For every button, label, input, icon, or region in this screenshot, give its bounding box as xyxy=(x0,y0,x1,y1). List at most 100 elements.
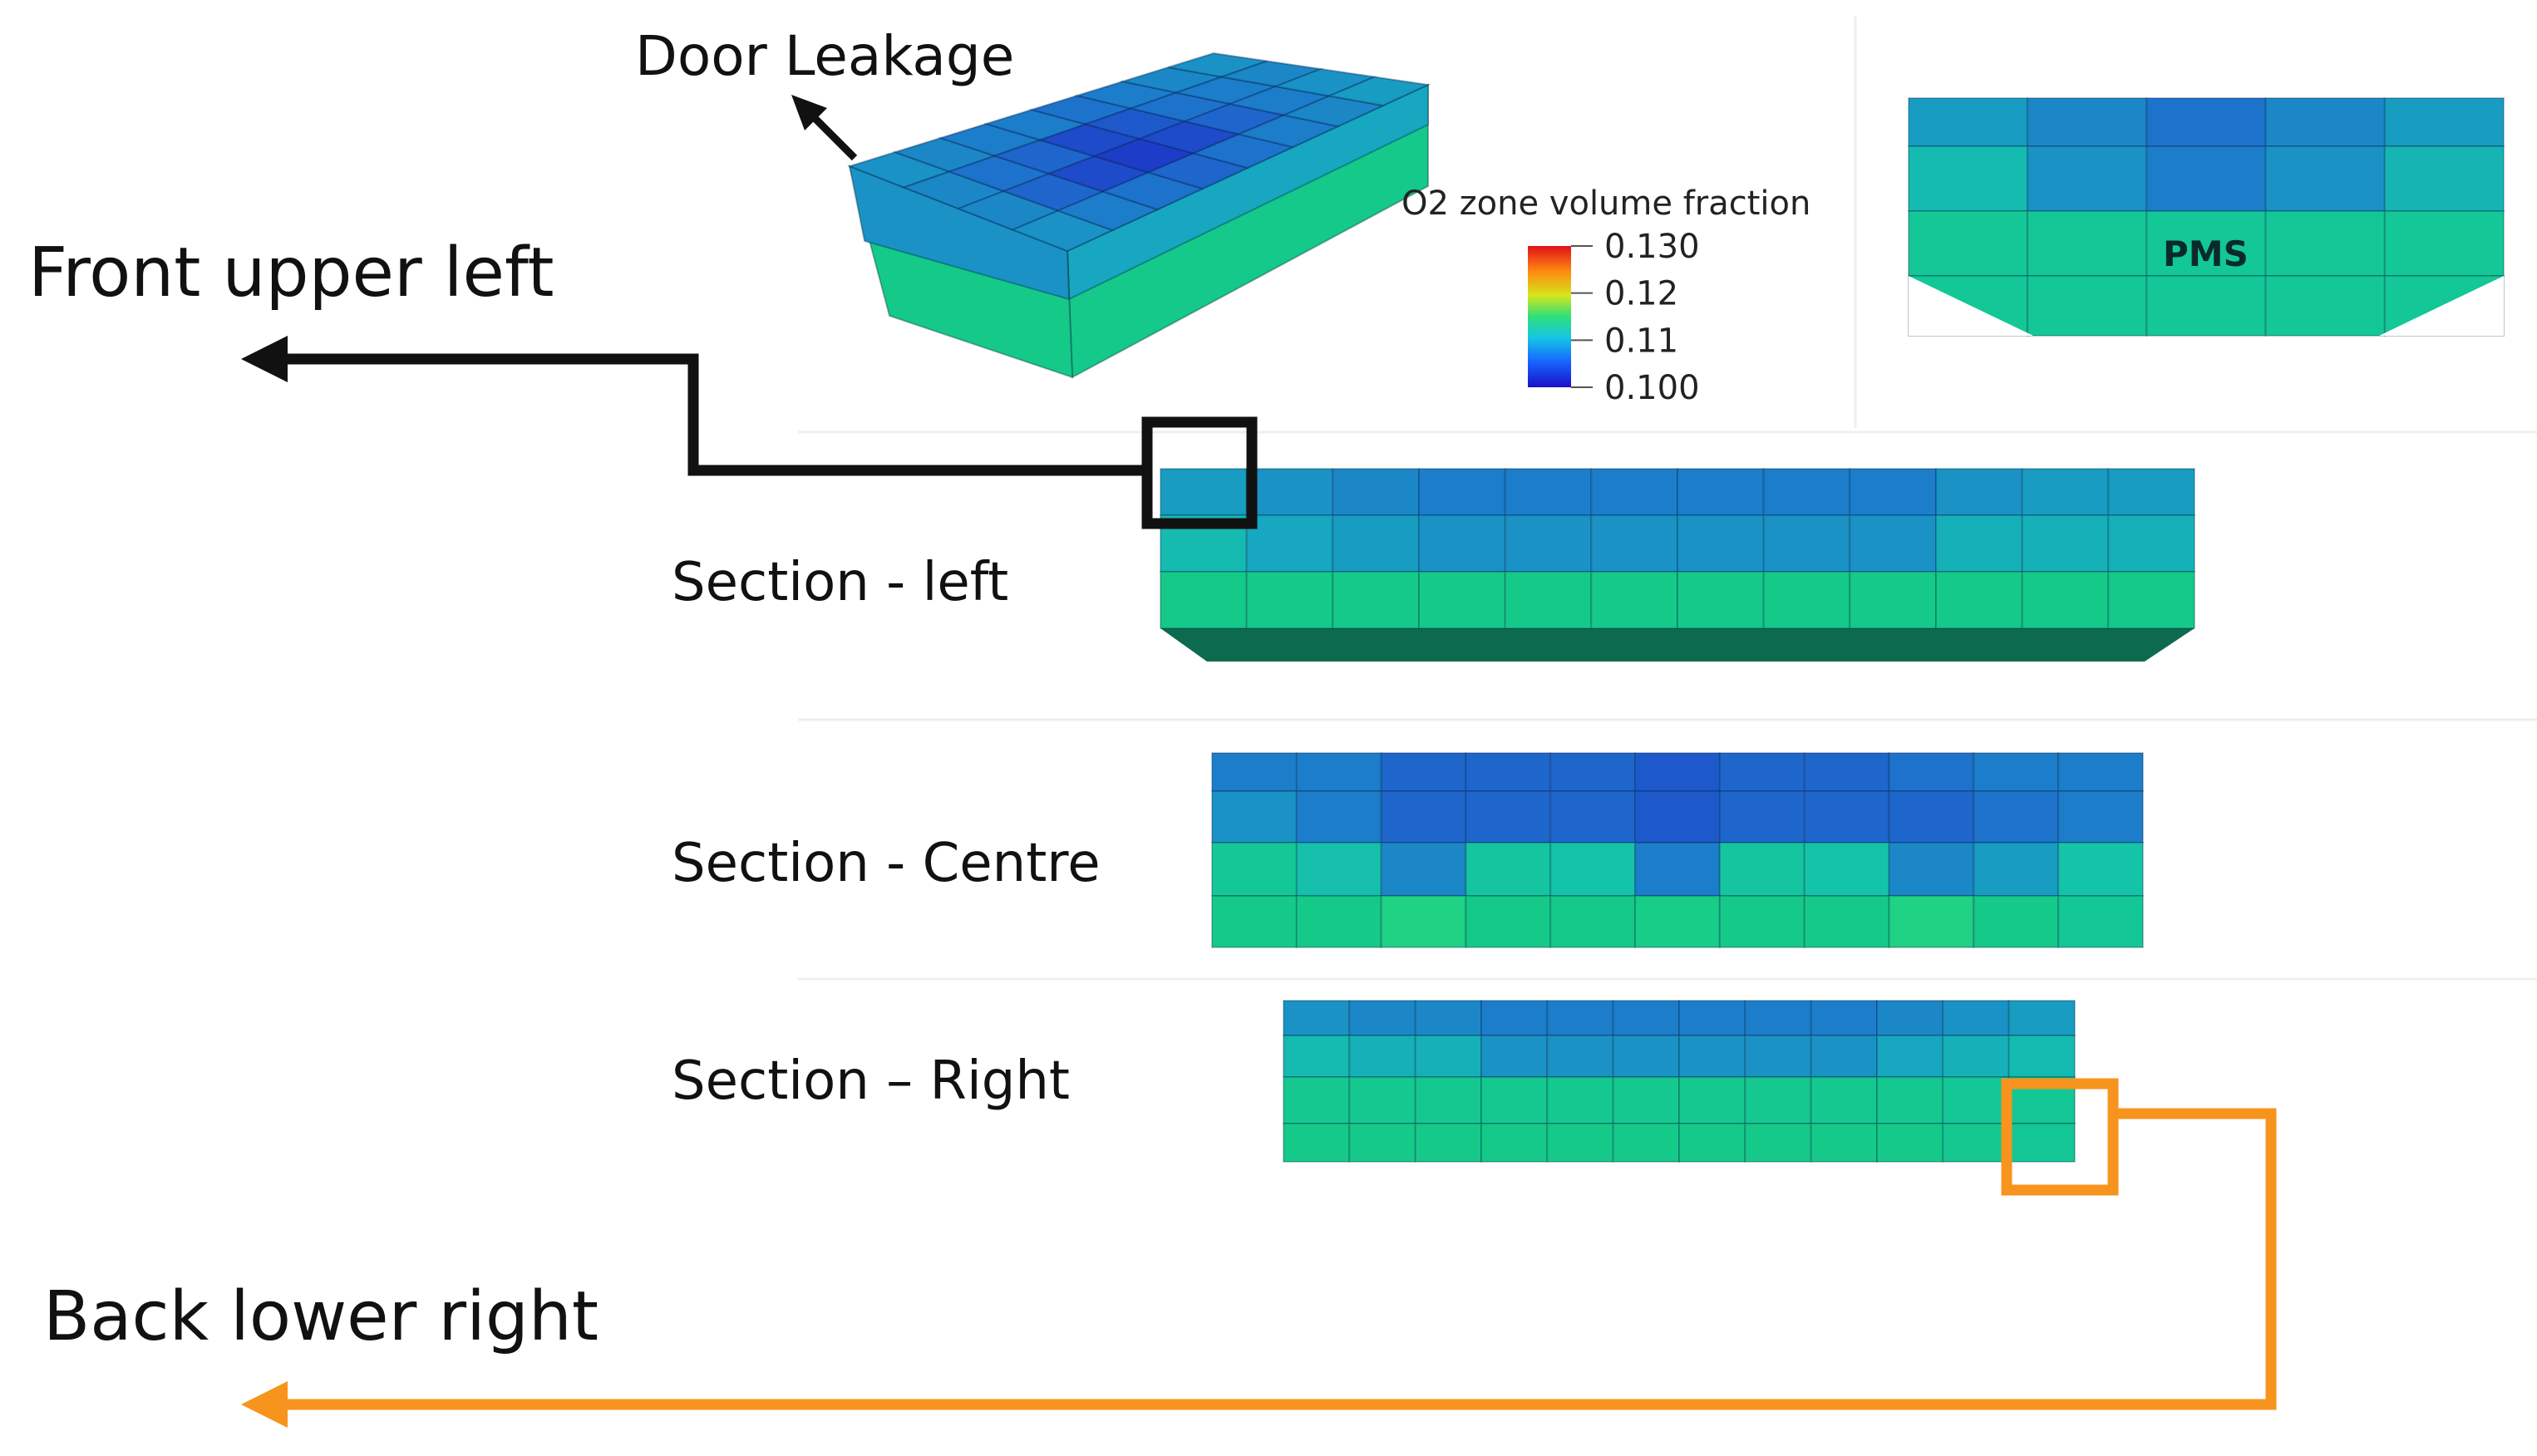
section-right-cell xyxy=(1744,1035,1812,1078)
section-left-cell xyxy=(2021,514,2110,573)
legend-tick-label: 0.130 xyxy=(1604,228,1700,266)
pms-cell xyxy=(2145,275,2267,337)
iso-side-face-upper xyxy=(848,165,1071,301)
section-centre-cell xyxy=(1465,752,1552,792)
back-lower-right-label: Back lower right xyxy=(43,1277,599,1356)
section-centre-cell xyxy=(1465,895,1552,948)
section-right-cell xyxy=(1414,1123,1482,1163)
section-centre-cell xyxy=(1380,752,1467,792)
pms-cell xyxy=(2264,210,2386,277)
section-right-cell xyxy=(1480,1076,1549,1124)
section-centre-cell xyxy=(1465,842,1552,897)
section-left-cell xyxy=(1245,468,1334,516)
section-centre-cell xyxy=(1380,895,1467,948)
section-right-cell xyxy=(1876,1076,1944,1124)
legend-tick-label: 0.11 xyxy=(1604,322,1678,360)
section-centre-cell xyxy=(1718,790,1805,844)
section-right-cell xyxy=(1678,1035,1746,1078)
section-left-cell xyxy=(1160,468,1248,516)
section-left-cell xyxy=(2107,514,2195,573)
section-left-cell xyxy=(1504,468,1593,516)
section-left-base xyxy=(1160,628,2195,662)
section-centre-cell xyxy=(1803,895,1890,948)
section-right-cell xyxy=(1810,1123,1879,1163)
section-right-cell xyxy=(1942,1123,2010,1163)
legend-tick-label: 0.100 xyxy=(1604,369,1700,407)
pms-cell xyxy=(2264,97,2386,147)
section-right-cell xyxy=(1876,1035,1944,1078)
section-right-cell xyxy=(1414,1035,1482,1078)
section-left-cell xyxy=(1332,468,1421,516)
back-lower-right-highlight-box xyxy=(2001,1078,2119,1196)
section-left-cell xyxy=(1677,514,1765,573)
section-left-cells xyxy=(1160,468,2195,629)
section-right-cell xyxy=(2007,1035,2076,1078)
section-left-cell xyxy=(2107,468,2195,516)
section-right-cell xyxy=(1942,1000,2010,1036)
section-centre-cell xyxy=(1718,752,1805,792)
legend-ticks: 0.130 0.12 0.11 0.100 xyxy=(1571,228,1700,407)
section-right-cell xyxy=(1348,1123,1416,1163)
pms-section-view: PMS xyxy=(1908,97,2505,337)
section-right-cell xyxy=(1678,1076,1746,1124)
section-left-cell xyxy=(1849,468,1937,516)
section-left-cell xyxy=(2021,468,2110,516)
section-right-cell xyxy=(1348,1035,1416,1078)
pms-cell xyxy=(2383,97,2505,147)
section-centre-cell xyxy=(1803,842,1890,897)
section-right-cell xyxy=(1283,1035,1351,1078)
pms-chamfer-left xyxy=(1909,276,2033,336)
section-right-cell xyxy=(1414,1076,1482,1124)
section-left-cell xyxy=(1418,468,1506,516)
pms-cell xyxy=(1908,145,2029,212)
section-centre-cell xyxy=(1465,790,1552,844)
section-centre-cell xyxy=(1718,842,1805,897)
pms-cell xyxy=(2145,145,2267,212)
section-centre-cell xyxy=(1634,790,1721,844)
section-centre-cell xyxy=(1549,752,1637,792)
front-upper-left-connector xyxy=(241,336,1258,529)
section-left-cell xyxy=(1762,571,1851,629)
colour-legend: O2 zone volume fraction 0.1300.120.110.1… xyxy=(1402,184,1810,407)
section-right-cell xyxy=(1744,1123,1812,1163)
pms-cell xyxy=(2264,275,2386,337)
section-right-cell xyxy=(1480,1035,1549,1078)
section-left-cell xyxy=(1332,571,1421,629)
section-centre-cell xyxy=(1803,752,1890,792)
section-left-cell xyxy=(1849,571,1937,629)
pms-cell xyxy=(2145,210,2267,277)
section-centre-cell xyxy=(1549,842,1637,897)
section-left-cell xyxy=(2021,571,2110,629)
section-centre-cells xyxy=(1211,752,2145,948)
section-right-label: Section – Right xyxy=(672,1050,1070,1112)
door-leakage-label: Door Leakage xyxy=(635,24,1014,88)
section-centre-cell xyxy=(1211,842,1298,897)
section-centre-cell xyxy=(2057,842,2145,897)
section-left-cell xyxy=(1160,571,1248,629)
section-right-cell xyxy=(1348,1076,1416,1124)
section-left-cell xyxy=(1590,468,1679,516)
section-left-cell xyxy=(1418,571,1506,629)
pms-cell xyxy=(2264,145,2386,212)
pms-label: PMS xyxy=(2163,234,2249,274)
section-centre-cell xyxy=(2057,790,2145,844)
section-centre-cell xyxy=(1549,790,1637,844)
pms-cell xyxy=(2027,275,2148,337)
section-right-cell xyxy=(1810,1035,1879,1078)
section-centre-cell xyxy=(1295,752,1382,792)
section-left-cell xyxy=(1935,571,2023,629)
section-left-label: Section - left xyxy=(672,552,1008,613)
section-centre-cell xyxy=(1295,842,1382,897)
legend-tick-label: 0.12 xyxy=(1604,275,1678,313)
section-left-cell xyxy=(1332,514,1421,573)
section-right-cell xyxy=(1810,1076,1879,1124)
section-left-cell xyxy=(1849,514,1937,573)
section-left-cell xyxy=(1677,468,1765,516)
section-right-cell xyxy=(1942,1076,2010,1124)
section-right-cell xyxy=(1283,1076,1351,1124)
section-right-cell xyxy=(1546,1000,1614,1036)
iso-top-cell xyxy=(1326,76,1431,107)
pms-cell xyxy=(1908,210,2029,277)
section-centre-cell xyxy=(1549,895,1637,948)
